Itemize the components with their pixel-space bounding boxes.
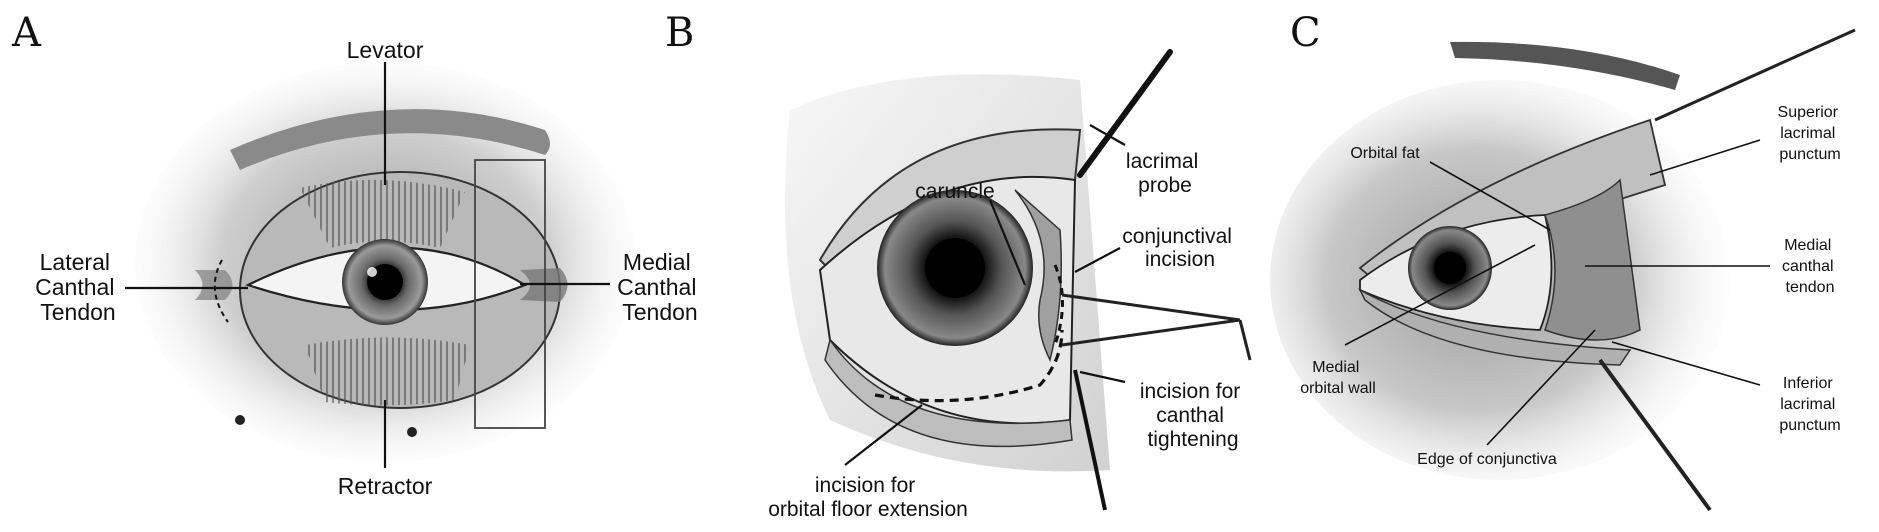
label-orbital-floor-line-2: orbital floor extension: [768, 498, 968, 521]
caruncle-leader: [988, 199, 1027, 286]
panel-b-illustration: [785, 49, 1252, 511]
label-medial-line-3: Tendon: [622, 299, 697, 325]
label-caruncle: caruncle: [915, 180, 994, 203]
label-retractor: Retractor: [338, 473, 433, 499]
orbital-floor-leader: [844, 404, 923, 466]
lower-lid: [824, 338, 1073, 448]
label-edge-of-conjunctiva: Edge of conjunctiva: [1417, 451, 1557, 468]
label-lateral-line-2: Canthal: [35, 274, 114, 300]
label-levator: Levator: [347, 37, 424, 63]
label-orbital-floor-line-1: incision for: [815, 474, 915, 497]
label-conjunctival-incision: conjunctival incision: [1122, 225, 1238, 271]
label-lateral-canthal-tendon: Lateral Canthal Tendon: [35, 249, 121, 325]
label-medial-c-line-2: canthal: [1782, 258, 1834, 275]
label-inferior-line-1: Inferior: [1783, 375, 1833, 392]
lateral-canthal-tendon-shape: [195, 270, 233, 300]
label-superior-line-2: lacrimal: [1780, 125, 1835, 142]
label-canthal-line-1: incision for: [1140, 380, 1240, 403]
label-medial-orbital-wall: Medial orbital wall: [1300, 359, 1376, 397]
label-medial-c-line-1: Medial: [1784, 237, 1831, 254]
label-orbital-floor-extension: incision for orbital floor extension: [768, 474, 968, 521]
panel-a-letter: A: [11, 10, 42, 56]
retractor-muscle: [305, 337, 470, 406]
panel-a-illustration: [135, 62, 635, 462]
label-conjunctival-line-2: incision: [1145, 248, 1215, 271]
label-medial-canthal-tendon-c: Medial canthal tendon: [1782, 237, 1838, 296]
scissors-handle: [1238, 319, 1252, 361]
superior-probe: [1654, 28, 1856, 122]
scissors-blade-upper: [1061, 293, 1241, 322]
edge-conjunctiva-leader: [1486, 329, 1596, 446]
conjunctival-incision-dash: [1053, 264, 1064, 346]
label-lacrimal-probe-line-1: lacrimal: [1126, 150, 1198, 173]
label-canthal-line-3: tightening: [1147, 428, 1238, 451]
label-lacrimal-probe-line-2: probe: [1138, 174, 1192, 197]
iris-highlight: [367, 267, 377, 277]
panel-b-letter: B: [665, 10, 694, 56]
panel-b: B lacrimal probe caruncle c: [665, 10, 1252, 521]
canthal-tightening-leader: [1079, 370, 1126, 384]
label-orbital-wall-line-2: orbital wall: [1300, 380, 1376, 397]
panel-c-illustration: [1270, 28, 1856, 512]
lateral-incision-dash: [213, 259, 229, 323]
orbital-fat-leader: [1429, 161, 1551, 231]
lacrimal-probe-leader: [1089, 124, 1126, 146]
inferior-punctum-leader: [1611, 341, 1761, 386]
medial-wound: [1544, 178, 1641, 341]
panel-c: C Orbital fat Superior lacrimal punctum …: [1270, 10, 1856, 512]
label-canthal-tightening: incision for canthal tightening: [1140, 380, 1246, 451]
conjunctival-incision-leader: [1074, 247, 1121, 273]
label-inferior-line-2: lacrimal: [1780, 396, 1835, 413]
medial-orbital-wall-leader: [1344, 244, 1536, 346]
label-conjunctival-line-1: conjunctival: [1122, 225, 1232, 248]
pupil-b: [925, 238, 985, 298]
label-inferior-lacrimal-punctum: Inferior lacrimal punctum: [1779, 375, 1840, 434]
label-lateral-line-3: Tendon: [40, 299, 115, 325]
label-superior-line-3: punctum: [1779, 146, 1840, 163]
label-lateral-line-1: Lateral: [40, 249, 110, 275]
pupil-c: [1434, 252, 1466, 284]
label-orbital-wall-line-1: Medial: [1312, 359, 1359, 376]
eyebrow: [230, 109, 550, 170]
label-medial-line-1: Medial: [623, 249, 691, 275]
label-superior-line-1: Superior: [1778, 104, 1839, 121]
label-orbital-fat: Orbital fat: [1350, 145, 1420, 162]
foramen-right: [407, 427, 417, 437]
label-inferior-line-3: punctum: [1779, 417, 1840, 434]
label-superior-lacrimal-punctum: Superior lacrimal punctum: [1778, 104, 1843, 163]
lacrimal-probe: [1077, 49, 1173, 178]
lower-lid-c: [1358, 288, 1632, 366]
label-medial-c-line-3: tendon: [1786, 279, 1835, 296]
medial-region-box: [474, 159, 546, 429]
forceps: [1073, 369, 1107, 511]
scissors-blade-lower: [1061, 318, 1241, 347]
label-medial-canthal-tendon: Medial Canthal Tendon: [617, 249, 703, 325]
label-lacrimal-probe: lacrimal probe: [1126, 150, 1204, 197]
panel-c-letter: C: [1290, 10, 1321, 56]
inferior-probe: [1598, 358, 1712, 512]
levator-muscle: [300, 179, 465, 248]
foramen-left: [235, 415, 245, 425]
superior-punctum-leader: [1649, 139, 1761, 176]
label-medial-line-2: Canthal: [617, 274, 696, 300]
eyebrow-c: [1450, 41, 1680, 90]
label-canthal-line-2: canthal: [1156, 404, 1224, 427]
panel-a: A Levator Lateral Canthal Tendon: [11, 10, 703, 499]
